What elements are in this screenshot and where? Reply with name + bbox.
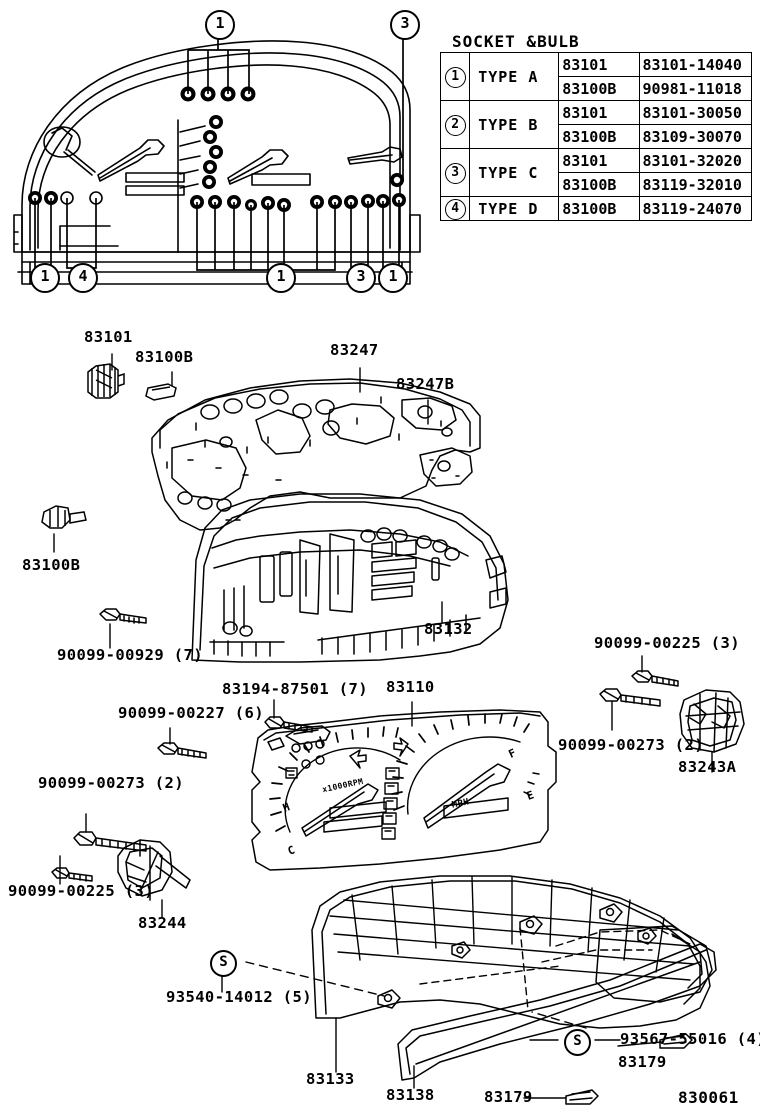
row-part-no: 83101 bbox=[558, 52, 640, 77]
label-83132: 83132 bbox=[424, 620, 473, 638]
label-83133: 83133 bbox=[306, 1070, 355, 1088]
label-83179-right: 83179 bbox=[618, 1053, 667, 1071]
callout-bottom-1-right: 1 bbox=[378, 263, 408, 293]
label-83110: 83110 bbox=[386, 678, 435, 696]
table-row: 3 TYPE C 83101 83101-32020 bbox=[439, 148, 753, 197]
label-83194-87501: 83194-87501 (7) bbox=[222, 680, 368, 698]
screw-90099-00273-right bbox=[599, 688, 661, 707]
row-callout: 3 bbox=[439, 148, 471, 197]
table-row: 83100B 83109-30070 bbox=[441, 124, 753, 149]
table-row: 83100B 90981-11018 bbox=[441, 76, 753, 101]
screw-90099-00225-right bbox=[631, 670, 679, 687]
callout-top-1: 1 bbox=[205, 10, 235, 40]
row-part-no: 83100B bbox=[558, 76, 640, 101]
row-type: TYPE A bbox=[469, 52, 560, 101]
part-83100B-left-icon bbox=[41, 505, 87, 529]
row-part-no: 83100B bbox=[558, 172, 640, 197]
part-83244-icon bbox=[117, 839, 191, 901]
part-83243A-icon bbox=[679, 689, 745, 753]
screw-90099-00273-left bbox=[73, 831, 147, 852]
label-90099-00225-left: 90099-00225 (3) bbox=[8, 882, 154, 900]
row-callout: 2 bbox=[439, 100, 471, 149]
row-part-value: 90981-11018 bbox=[638, 76, 753, 101]
callout-bottom-1-center: 1 bbox=[266, 263, 296, 293]
clip-83179-bottom bbox=[565, 1089, 599, 1105]
socket-bulb-title: SOCKET &BULB bbox=[452, 32, 580, 51]
table-row: 2 TYPE B 83101 83101-30050 bbox=[439, 100, 753, 149]
label-83247B: 83247B bbox=[396, 375, 455, 393]
label-83247: 83247 bbox=[330, 341, 379, 359]
screw-90099-00929 bbox=[99, 608, 147, 624]
row-callout: 4 bbox=[439, 196, 471, 221]
service-mark-right: S bbox=[564, 1029, 591, 1056]
label-83100B-top: 83100B bbox=[135, 348, 194, 366]
row-part-no: 83100B bbox=[558, 196, 640, 221]
screw-90099-00225-left bbox=[51, 867, 93, 882]
row-part-value: 83119-24070 bbox=[638, 196, 753, 221]
label-83179-bottom: 83179 bbox=[484, 1088, 533, 1106]
label-83100B-left: 83100B bbox=[22, 556, 81, 574]
clip-83179-right bbox=[659, 1033, 693, 1049]
row-part-value: 83119-32010 bbox=[638, 172, 753, 197]
socket-bulb-table: 1 TYPE A 83101 83101-14040 83100B 90981-… bbox=[439, 52, 753, 221]
callout-bottom-1-left: 1 bbox=[30, 263, 60, 293]
label-83244: 83244 bbox=[138, 914, 187, 932]
diagram-id: 830061 bbox=[678, 1088, 739, 1107]
row-part-value: 83101-30050 bbox=[638, 100, 753, 125]
row-part-no: 83101 bbox=[558, 100, 640, 125]
row-part-no: 83100B bbox=[558, 124, 640, 149]
row-part-value: 83101-14040 bbox=[638, 52, 753, 77]
row-type: TYPE D bbox=[469, 196, 560, 221]
row-part-value: 83101-32020 bbox=[638, 148, 753, 173]
label-90099-00929: 90099-00929 (7) bbox=[57, 646, 203, 664]
table-row: 4 TYPE D 83100B 83119-24070 bbox=[439, 196, 753, 221]
table-row: 1 TYPE A 83101 83101-14040 bbox=[439, 52, 753, 101]
callout-bottom-4: 4 bbox=[68, 263, 98, 293]
row-type: TYPE B bbox=[469, 100, 560, 149]
label-90099-00227: 90099-00227 (6) bbox=[118, 704, 264, 722]
row-callout: 1 bbox=[439, 52, 471, 101]
part-83101-icon bbox=[87, 363, 125, 399]
label-83101: 83101 bbox=[84, 328, 133, 346]
row-part-no: 83101 bbox=[558, 148, 640, 173]
label-90099-00273-right: 90099-00273 (2) bbox=[558, 736, 704, 754]
screw-90099-00227 bbox=[157, 742, 207, 759]
table-row: 83100B 83119-32010 bbox=[441, 172, 753, 197]
callout-bottom-3: 3 bbox=[346, 263, 376, 293]
label-93540-14012: 93540-14012 (5) bbox=[166, 988, 312, 1006]
label-93567-55016: 93567-55016 (4) bbox=[620, 1030, 760, 1048]
label-83138: 83138 bbox=[386, 1086, 435, 1104]
label-90099-00225-right: 90099-00225 (3) bbox=[594, 634, 740, 652]
row-part-value: 83109-30070 bbox=[638, 124, 753, 149]
callout-top-3: 3 bbox=[390, 10, 420, 40]
part-83100B-top-icon bbox=[145, 383, 177, 401]
service-mark-left: S bbox=[210, 950, 237, 977]
label-83243A: 83243A bbox=[678, 758, 737, 776]
row-type: TYPE C bbox=[469, 148, 560, 197]
label-90099-00273-left: 90099-00273 (2) bbox=[38, 774, 184, 792]
